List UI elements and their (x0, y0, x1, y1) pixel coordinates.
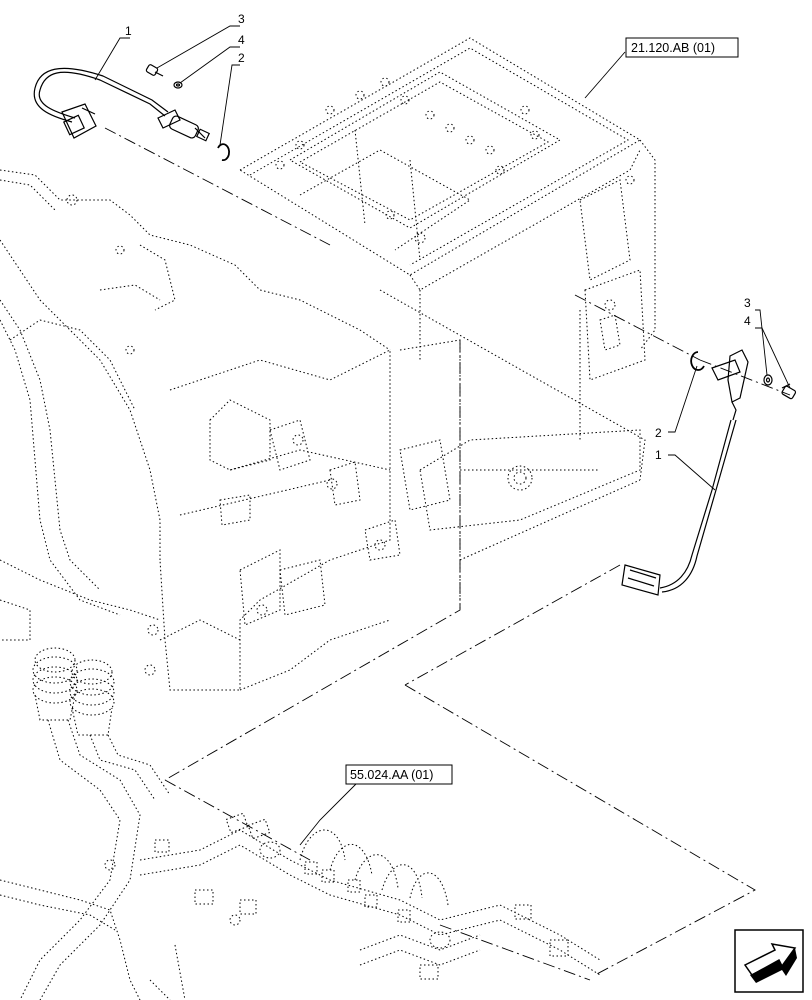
sensor-assembly-right (621, 349, 797, 596)
speed-sensor-right (711, 349, 749, 421)
callout-4-top: 4 (238, 33, 245, 47)
navigation-arrow-icon[interactable] (734, 929, 804, 993)
callouts-top-left: 1 3 4 2 (125, 12, 245, 65)
washer-4-top (173, 81, 183, 89)
construction-lines (104, 127, 791, 981)
callout-4-right: 4 (744, 314, 751, 328)
reference-label-top-right: 21.120.AB (01) (631, 41, 715, 55)
o-ring-2-right (690, 351, 705, 371)
round-connector-right (69, 659, 115, 736)
callout-2-top: 2 (238, 51, 245, 65)
o-ring-2-top (217, 143, 231, 162)
reference-box-bottom-center[interactable]: 55.024.AA (01) (345, 764, 453, 785)
sensor-connector-right (621, 564, 661, 596)
callout-1-top: 1 (125, 24, 132, 38)
callout-3-top: 3 (238, 12, 245, 26)
sensor-connector (61, 103, 97, 139)
callouts-right: 3 4 2 1 (655, 296, 751, 462)
sensor-assembly-top (33, 64, 231, 162)
callout-2-right: 2 (655, 426, 662, 440)
transmission-housing (0, 37, 656, 691)
speed-sensor (157, 109, 211, 142)
callout-3-right: 3 (744, 296, 751, 310)
bolt-holes (275, 77, 540, 244)
reference-box-top-right[interactable]: 21.120.AB (01) (625, 37, 739, 58)
leader-lines (94, 25, 791, 846)
washer-4-right (763, 374, 773, 386)
reference-label-bottom-center: 55.024.AA (01) (350, 768, 433, 782)
bolt-3-top (145, 64, 164, 77)
callout-1-right: 1 (655, 448, 662, 462)
wiring-harness (0, 647, 601, 1000)
